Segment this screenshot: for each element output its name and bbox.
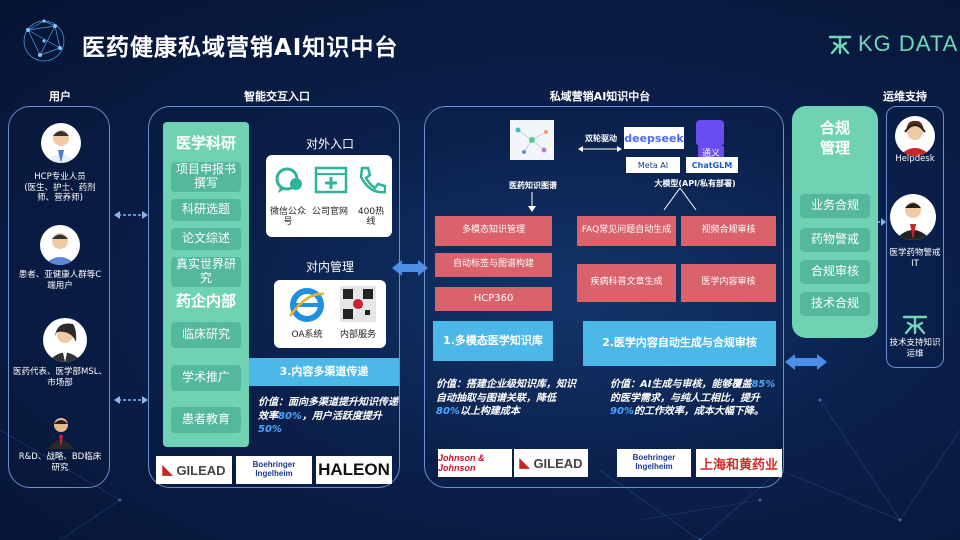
internal-item-label: OA系统 <box>291 330 323 340</box>
compliance-panel: 合规管理 业务合规 药物警戒 合规审核 技术合规 <box>792 106 878 338</box>
external-box: 微信公众号 公司官网 400热线 <box>266 155 392 237</box>
knowledge-graph-thumbnail <box>510 120 554 160</box>
external-item-label: 400热线 <box>357 207 385 228</box>
double-arrow-icon <box>114 396 148 404</box>
page-title: 医药健康私域营销AI知识中台 <box>82 35 399 61</box>
kg-support-icon <box>902 315 928 335</box>
double-arrow-icon <box>578 146 622 152</box>
brand-logo: Boehringer Ingelheim <box>236 456 312 484</box>
red-box: 视频合规审核 <box>681 216 776 246</box>
user-label-rep: 医药代表、医学部MSL、市场部 <box>13 367 107 388</box>
compliance-head: 合规管理 <box>819 119 850 158</box>
wechat-icon <box>275 167 302 193</box>
blue-box-content-generation: 2.医学内容自动生成与合规审核 <box>583 321 776 366</box>
external-item-label: 微信公众号 <box>270 207 307 228</box>
brand-logo: ◣GILEAD <box>156 456 232 484</box>
interaction-panel <box>148 106 400 488</box>
model-label: 大模型(API/私有部署) <box>654 179 736 188</box>
double-arrow-icon <box>392 260 428 276</box>
red-box: HCP360 <box>435 287 552 311</box>
red-box: 医学内容审核 <box>681 264 776 302</box>
brand-logo: ◣GILEAD <box>514 449 588 477</box>
logo-text: KG DATA <box>858 31 959 56</box>
channel-box: 3.内容多渠道传递 <box>249 358 399 386</box>
pharma-item: 临床研究 <box>171 322 241 348</box>
internal-item-label: 内部服务 <box>339 330 376 340</box>
down-arrow-icon <box>528 192 536 212</box>
ops-label-support: 技术支持知识运维 <box>889 338 941 359</box>
compliance-item: 技术合规 <box>800 292 870 316</box>
users-section-title: 用户 <box>49 90 71 103</box>
pharma-item: 患者教育 <box>171 407 241 433</box>
brand-logo: Johnson & Johnson <box>438 449 512 477</box>
globe-logo <box>23 20 65 62</box>
user-label-hcp: HCP专业人员 (医生、护士、药剂师、营养师) <box>24 172 96 204</box>
rep-avatar <box>43 318 87 362</box>
value1-text: 价值：搭建企业级知识库，知识自动抽取与图谱关联，降低80%以上构建成本 <box>436 379 576 417</box>
compliance-item: 业务合规 <box>800 194 870 218</box>
user-label-rnd: R&D、战略、BD临床研究 <box>18 452 102 473</box>
ops-label-it: 医学药物警戒IT <box>889 248 941 269</box>
research-item: 科研选题 <box>171 199 241 221</box>
research-item: 真实世界研究 <box>171 257 241 287</box>
interaction-section-title: 智能交互入口 <box>244 90 310 103</box>
red-box: 多模态知识管理 <box>435 216 552 246</box>
research-item: 项目申报书撰写 <box>171 162 241 192</box>
it-avatar <box>890 194 936 240</box>
double-arrow-icon <box>785 354 827 370</box>
kg-logo-icon <box>828 35 852 55</box>
pharma-head: 药企内部 <box>175 292 236 310</box>
doctor-avatar <box>41 123 81 163</box>
drive-label: 双轮驱动 <box>585 134 617 143</box>
research-head: 医学科研 <box>175 134 236 152</box>
brand-logo: HALEON <box>316 456 392 484</box>
oa-system-icon <box>288 288 325 322</box>
qr-code-icon <box>340 286 376 322</box>
down-arrows-icon <box>663 188 697 211</box>
meta-ai-logo: Meta AI <box>626 157 680 173</box>
green-column: 医学科研 项目申报书撰写 科研选题 论文综述 真实世界研究 药企内部 临床研究 … <box>163 122 249 447</box>
channel-value-text: 价值：面向多渠道提升知识传递效率80%，用户活跃度提升50% <box>258 397 398 435</box>
deepseek-logo: deepseek <box>624 127 684 149</box>
brand-logo: Boehringer Ingelheim <box>617 449 691 477</box>
red-box: FAQ常见问题自动生成 <box>577 216 676 246</box>
red-box: 疾病科普文章生成 <box>577 264 676 302</box>
tongyi-logo-icon <box>696 120 724 146</box>
compliance-item: 药物警戒 <box>800 228 870 252</box>
patient-avatar <box>40 225 80 265</box>
users-panel <box>8 106 110 488</box>
ops-section-title: 运维支持 <box>883 90 927 103</box>
phone-icon <box>359 166 386 194</box>
red-box: 自动标签与图谱构建 <box>435 253 552 277</box>
internal-title: 对内管理 <box>305 260 354 274</box>
ops-panel <box>886 106 944 368</box>
website-icon <box>314 166 348 194</box>
rnd-avatar <box>46 415 76 449</box>
user-label-patient: 患者、亚健康人群等C端用户 <box>18 270 102 291</box>
pharma-item: 学术推广 <box>171 365 241 391</box>
platform-panel <box>424 106 784 488</box>
external-item-label: 公司官网 <box>312 207 349 217</box>
brand-logo: 上海和黄药业 <box>696 449 782 477</box>
internal-box: OA系统 内部服务 <box>274 280 386 348</box>
chatglm-logo: ChatGLM <box>686 157 738 173</box>
compliance-item: 合规审核 <box>800 260 870 284</box>
kg-data-logo: KG DATA <box>828 31 958 57</box>
external-title: 对外入口 <box>305 137 354 151</box>
value2-text: 价值：AI生成与审核，能够覆盖85%的医学需求，与纯人工相比，提升90%的工作效… <box>610 379 776 417</box>
blue-box-knowledge-base: 1.多模态医学知识库 <box>433 321 553 361</box>
ops-label-helpdesk: Helpdesk <box>895 154 935 164</box>
helpdesk-avatar <box>895 116 935 156</box>
double-arrow-icon <box>114 211 148 219</box>
tongyi-logo: 通义 <box>698 146 724 159</box>
research-item: 论文综述 <box>171 228 241 250</box>
platform-section-title: 私域营销AI知识中台 <box>549 90 651 103</box>
kg-label: 医药知识图谱 <box>509 181 557 190</box>
